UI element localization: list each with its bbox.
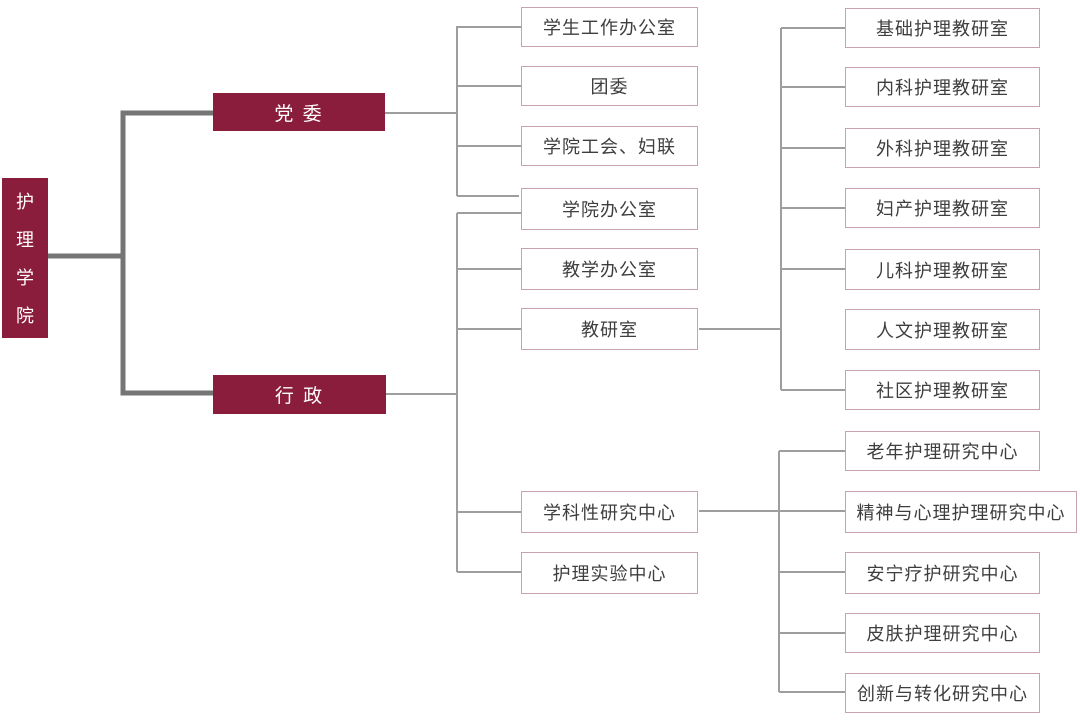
node-youth-league-committee: 团委: [521, 66, 698, 106]
party-children-lines: [385, 26, 521, 197]
node-teaching-office: 教学办公室: [521, 248, 698, 290]
node-nursing-college: 护理学院: [2, 178, 48, 338]
node-basic-nursing-section: 基础护理教研室: [845, 8, 1040, 48]
node-administration: 行 政: [213, 375, 386, 414]
node-teaching-research-office: 教研室: [521, 308, 698, 350]
node-mental-psychological-nursing-research-center: 精神与心理护理研究中心: [845, 491, 1077, 533]
root-branch-lines: [48, 110, 213, 396]
teaching-sections-lines: [699, 27, 845, 391]
node-pediatrics-nursing-section: 儿科护理教研室: [845, 249, 1040, 290]
node-surgical-nursing-section: 外科护理教研室: [845, 128, 1040, 168]
node-disciplinary-research-center: 学科性研究中心: [521, 491, 698, 533]
node-student-affairs-office: 学生工作办公室: [521, 7, 698, 47]
node-obstetrics-nursing-section: 妇产护理教研室: [845, 188, 1040, 228]
node-college-office: 学院办公室: [521, 188, 698, 230]
node-geriatric-nursing-research-center: 老年护理研究中心: [845, 431, 1040, 471]
node-humanistic-nursing-section: 人文护理教研室: [845, 309, 1040, 350]
node-hospice-care-research-center: 安宁疗护研究中心: [845, 552, 1040, 594]
node-skin-care-research-center: 皮肤护理研究中心: [845, 613, 1040, 653]
admin-children-lines: [386, 212, 521, 573]
node-internal-medicine-nursing-section: 内科护理教研室: [845, 67, 1040, 107]
node-party-committee: 党 委: [213, 93, 385, 131]
node-innovation-translation-research-center: 创新与转化研究中心: [845, 673, 1040, 713]
node-nursing-lab-center: 护理实验中心: [521, 552, 698, 594]
node-labor-union-womens-federation: 学院工会、妇联: [521, 126, 698, 166]
node-community-nursing-section: 社区护理教研室: [845, 370, 1040, 410]
research-centers-lines: [699, 450, 845, 693]
